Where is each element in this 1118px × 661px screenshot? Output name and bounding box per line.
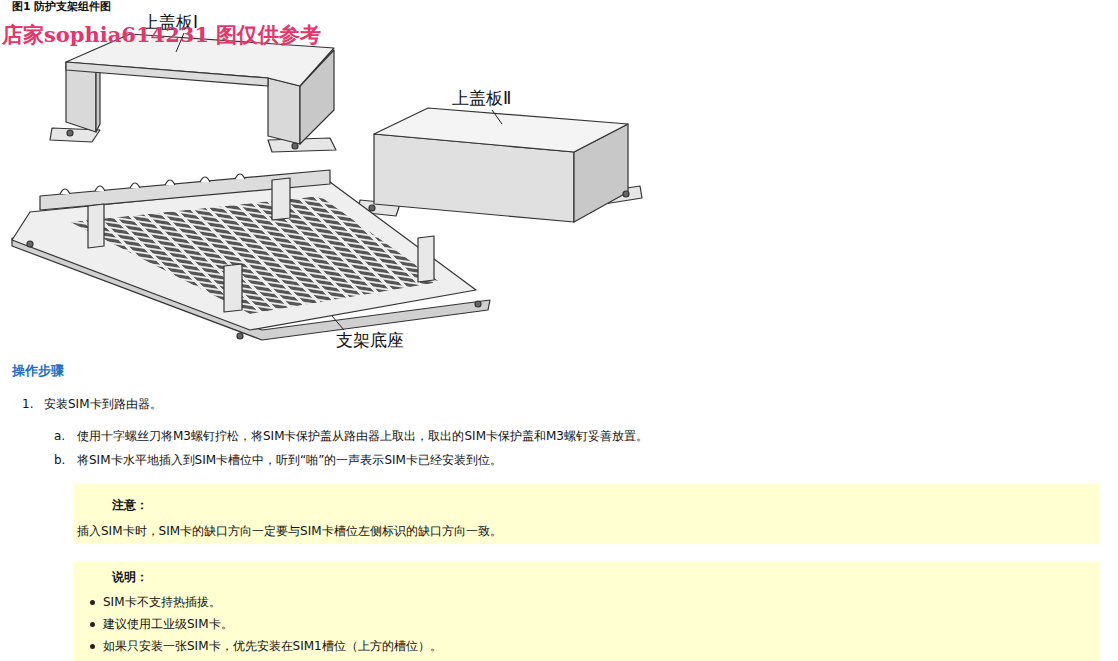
step-number: 1.: [22, 397, 33, 411]
step-number: a.: [54, 429, 65, 443]
figure-title: 图1 防护支架组件图: [12, 0, 111, 13]
note-box: 注意： 插入SIM卡时，SIM卡的缺口方向一定要与SIM卡槽位左侧标识的缺口方向一…: [74, 484, 1100, 544]
note-item: 建议使用工业级SIM卡。: [103, 617, 233, 631]
step-text: 使用十字螺丝刀将M3螺钉拧松，将SIM卡保护盖从路由器上取出，取出的SIM卡保护…: [77, 429, 648, 443]
part-label: 支架底座: [336, 330, 404, 350]
step-number: b.: [54, 453, 65, 467]
note-box: 说明： SIM卡不支持热插拔。建议使用工业级SIM卡。如果只安装一张SIM卡，优先…: [74, 562, 1100, 661]
watermark: 店家sophia614231 图仅供参考: [2, 22, 321, 47]
bullet-dot: [90, 600, 95, 605]
step-text: 将SIM卡水平地插入到SIM卡槽位中，听到“啪”的一声表示SIM卡已经安装到位。: [77, 453, 502, 467]
part-label: 上盖板Ⅱ: [452, 88, 511, 108]
note-item: SIM卡不支持热插拔。: [103, 595, 221, 609]
bullet-dot: [90, 644, 95, 649]
note-heading: 说明：: [112, 570, 148, 584]
note-item: 如果只安装一张SIM卡，优先安装在SIM1槽位（上方的槽位）。: [103, 639, 442, 653]
section-heading: 操作步骤: [12, 363, 64, 379]
bullet-dot: [90, 622, 95, 627]
note-text: 插入SIM卡时，SIM卡的缺口方向一定要与SIM卡槽位左侧标识的缺口方向一致。: [77, 524, 502, 538]
step-text: 安装SIM卡到路由器。: [44, 397, 162, 411]
note-heading: 注意：: [112, 498, 148, 512]
